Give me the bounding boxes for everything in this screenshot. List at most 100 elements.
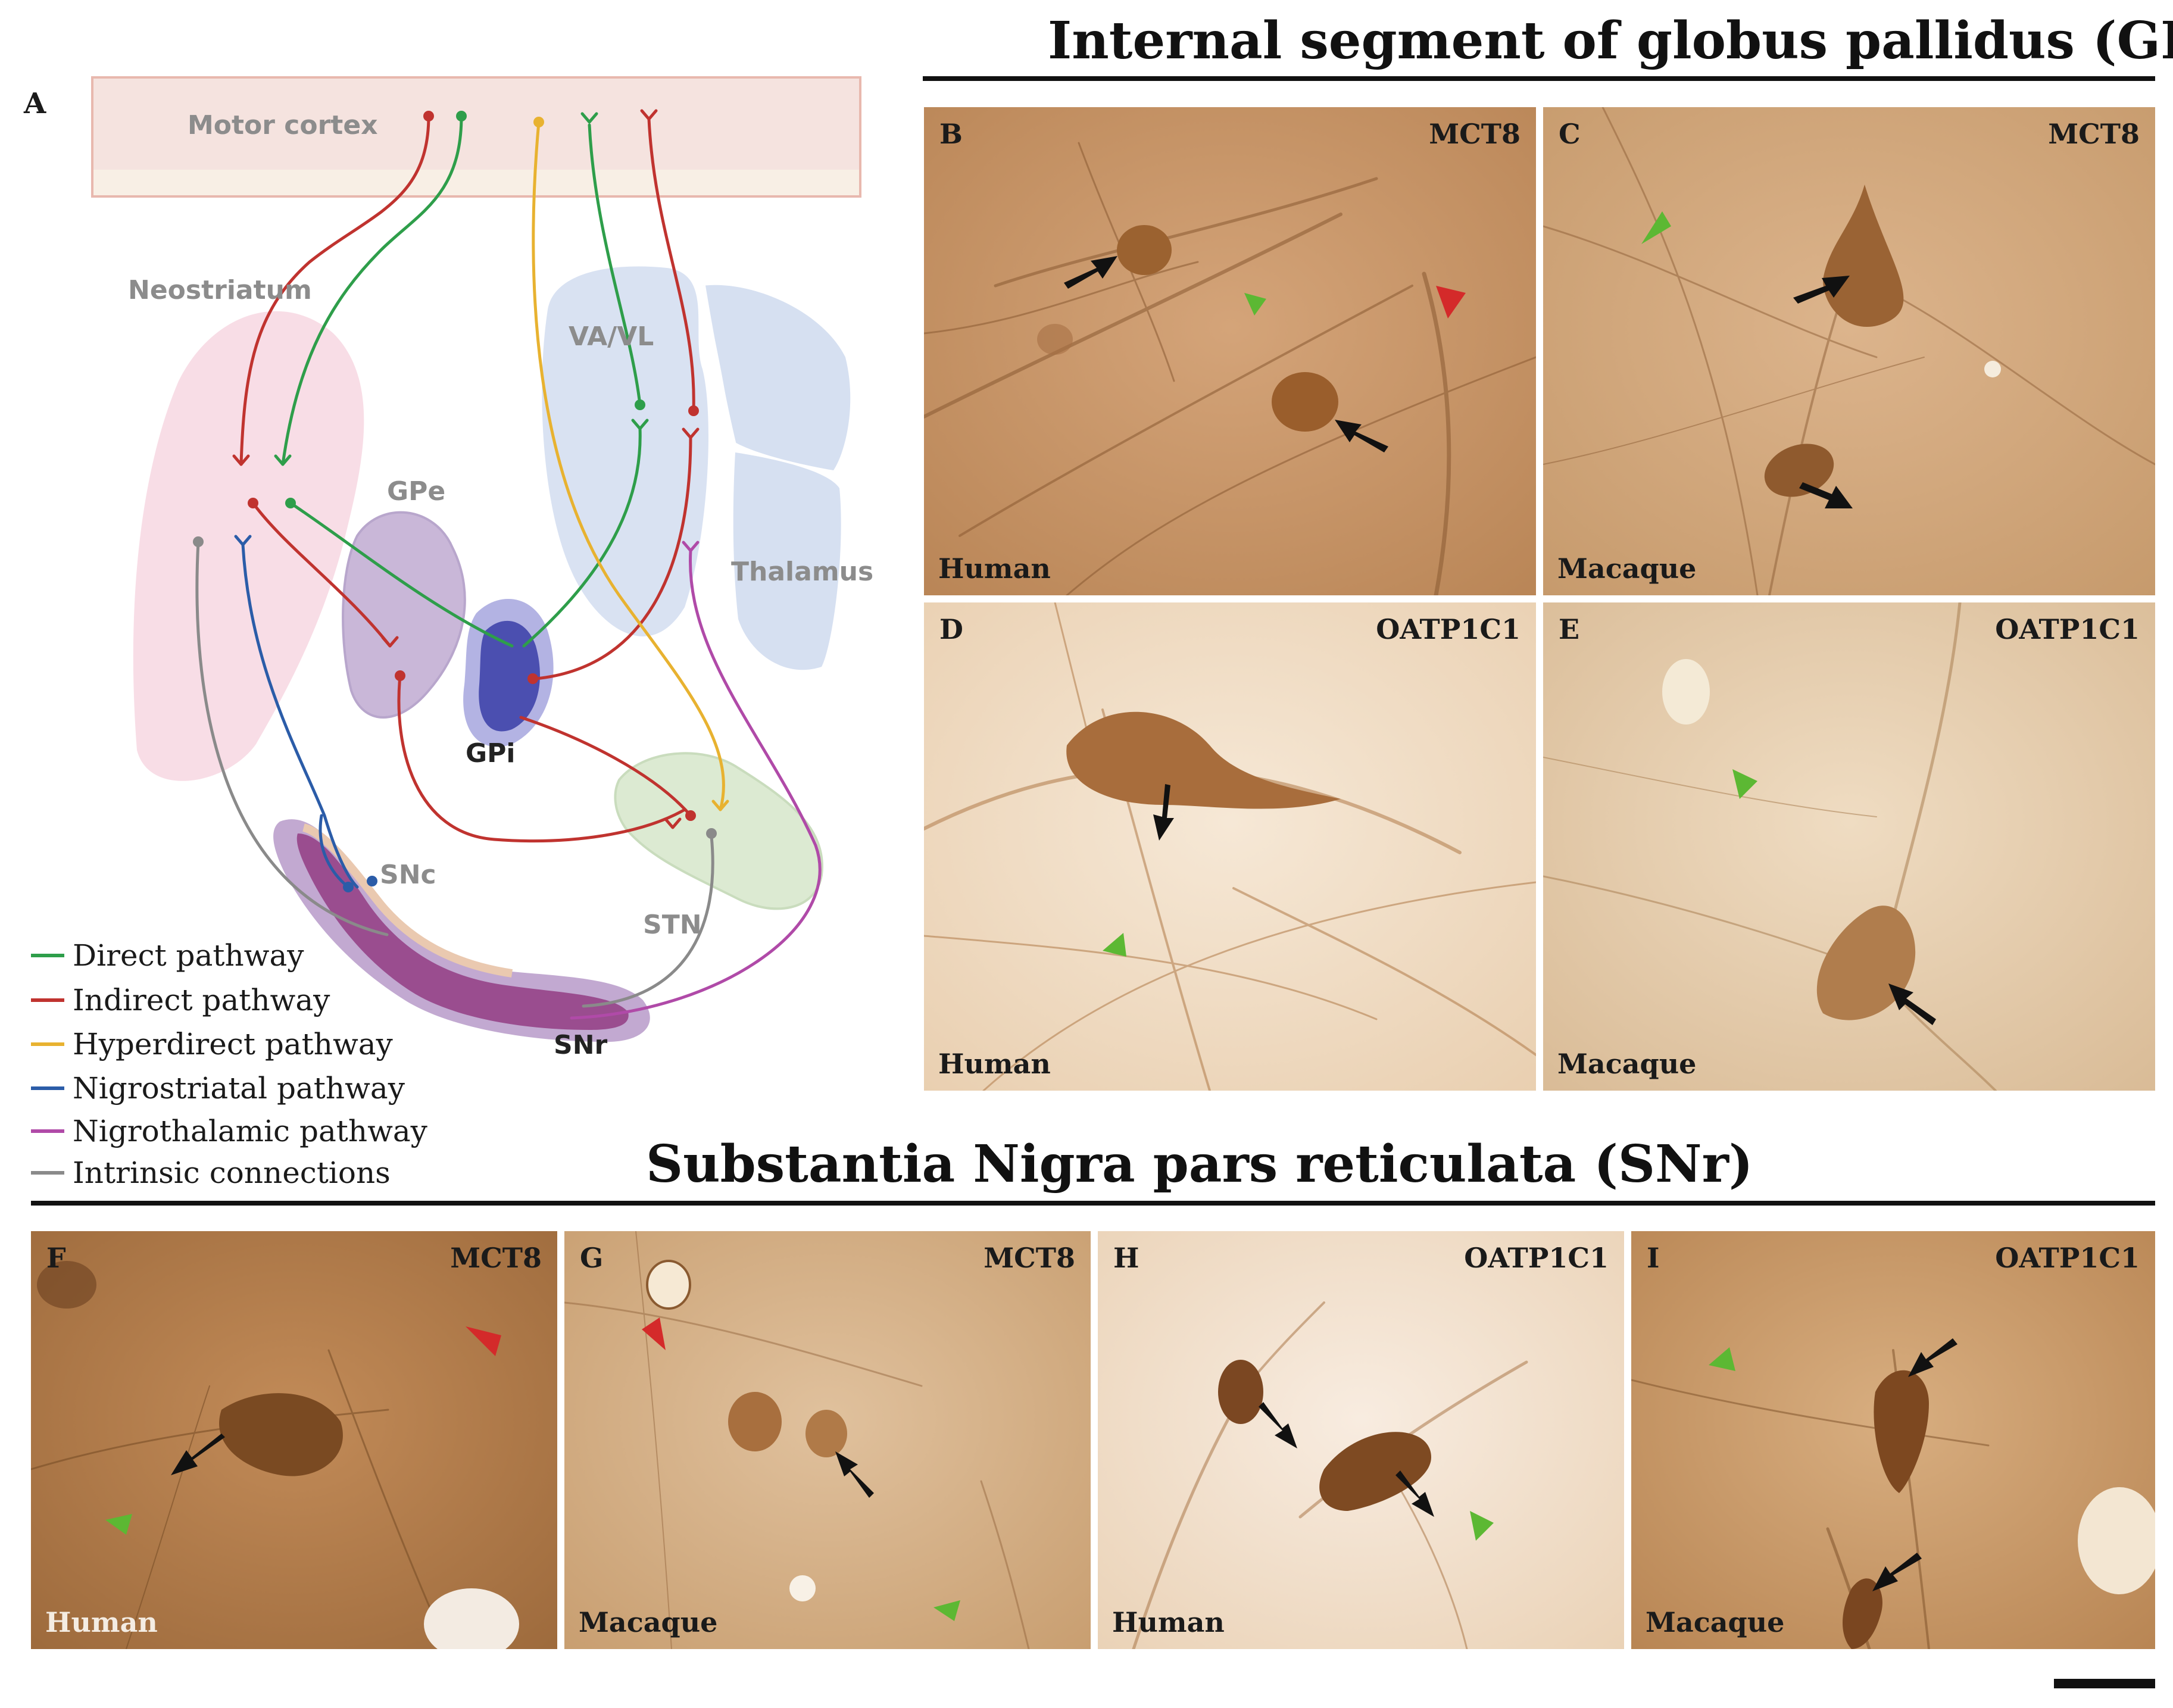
micrograph-f xyxy=(31,1231,557,1649)
panel-d-marker: OATP1C1 xyxy=(1376,613,1521,645)
stn-label: STN xyxy=(643,910,702,940)
micrograph-b xyxy=(924,107,1536,595)
black-arrow xyxy=(1064,256,1117,289)
legend-swatch xyxy=(31,1171,64,1175)
panel-g: G MCT8 Macaque xyxy=(564,1231,1091,1649)
micrograph-g xyxy=(564,1231,1091,1649)
legend-label: Direct pathway xyxy=(73,938,304,973)
panel-i-species: Macaque xyxy=(1646,1606,1785,1638)
snr-heading-rule xyxy=(31,1201,2155,1206)
neostriatum-label: Neostriatum xyxy=(128,275,312,305)
panel-e-species: Macaque xyxy=(1557,1048,1697,1080)
legend-item-direct: Direct pathway xyxy=(31,938,304,973)
panel-c-species: Macaque xyxy=(1557,552,1697,585)
legend-label: Indirect pathway xyxy=(73,983,330,1017)
legend-label: Hyperdirect pathway xyxy=(73,1027,393,1061)
panel-f-marker: MCT8 xyxy=(450,1242,542,1274)
legend-swatch xyxy=(31,1086,64,1090)
micrograph-d xyxy=(924,602,1536,1091)
panel-a-letter: A xyxy=(24,87,46,120)
motor-cortex-label: Motor cortex xyxy=(188,110,378,140)
legend-item-nigrostriatal: Nigrostriatal pathway xyxy=(31,1070,405,1106)
black-arrow xyxy=(1872,1553,1922,1591)
panel-b-species: Human xyxy=(938,552,1051,585)
snc-label: SNc xyxy=(380,860,436,890)
black-arrow xyxy=(1259,1402,1297,1448)
thalamus-label: Thalamus xyxy=(731,557,874,587)
micrograph-h xyxy=(1098,1231,1624,1649)
panel-c-marker: MCT8 xyxy=(2048,118,2140,150)
panel-b-letter: B xyxy=(939,118,963,150)
red-arrowhead xyxy=(642,1317,666,1350)
panel-h-marker: OATP1C1 xyxy=(1464,1242,1609,1274)
basal-ganglia-diagram xyxy=(91,76,861,1042)
panel-e-marker: OATP1C1 xyxy=(1995,613,2140,645)
gpi-section-heading: Internal segment of globus pallidus (GPi… xyxy=(1048,11,2173,71)
legend-swatch xyxy=(31,954,64,957)
black-arrow xyxy=(1395,1470,1434,1517)
black-arrow xyxy=(1793,276,1850,304)
panel-b-marker: MCT8 xyxy=(1429,118,1521,150)
green-arrowhead xyxy=(1709,1347,1735,1371)
panel-g-marker: MCT8 xyxy=(984,1242,1075,1274)
green-arrowhead xyxy=(1641,211,1671,244)
panel-d-letter: D xyxy=(939,613,963,645)
legend-swatch xyxy=(31,1042,64,1046)
legend-label: Nigrostriatal pathway xyxy=(73,1071,405,1106)
panel-c: C MCT8 Macaque xyxy=(1543,107,2155,595)
micrograph-e xyxy=(1543,602,2155,1091)
gpi-label: GPi xyxy=(466,738,516,769)
panel-f: F MCT8 Human xyxy=(31,1231,557,1649)
green-arrowhead xyxy=(1732,769,1757,799)
micrograph-c xyxy=(1543,107,2155,595)
panel-f-species: Human xyxy=(45,1606,158,1638)
green-arrowhead xyxy=(933,1600,960,1621)
panel-h-letter: H xyxy=(1113,1242,1139,1274)
panel-i-letter: I xyxy=(1647,1242,1660,1274)
green-arrowhead xyxy=(1103,933,1126,957)
panel-h-species: Human xyxy=(1112,1606,1225,1638)
black-arrow xyxy=(1335,420,1388,452)
black-arrow xyxy=(1153,784,1174,841)
panel-d: D OATP1C1 Human xyxy=(924,602,1536,1091)
green-arrowhead xyxy=(1244,293,1266,316)
panel-h: H OATP1C1 Human xyxy=(1098,1231,1624,1649)
black-arrow xyxy=(1888,983,1936,1025)
legend-item-indirect: Indirect pathway xyxy=(31,982,330,1018)
legend-swatch xyxy=(31,1129,64,1133)
panel-i: I OATP1C1 Macaque xyxy=(1631,1231,2155,1649)
thalamus-region xyxy=(542,266,708,636)
red-arrowhead xyxy=(466,1326,501,1356)
scale-bar xyxy=(2054,1679,2155,1688)
legend-swatch xyxy=(31,998,64,1002)
substantia-nigra-region xyxy=(273,819,650,1042)
panel-d-species: Human xyxy=(938,1048,1051,1080)
micrograph-i xyxy=(1631,1231,2155,1649)
va-vl-label: VA/VL xyxy=(569,321,654,352)
legend-label: Intrinsic connections xyxy=(73,1156,391,1190)
green-arrowhead xyxy=(105,1514,132,1535)
legend-item-hyperdirect: Hyperdirect pathway xyxy=(31,1026,393,1062)
panel-b: B MCT8 Human xyxy=(924,107,1536,595)
panel-i-marker: OATP1C1 xyxy=(1995,1242,2140,1274)
snr-section-heading: Substantia Nigra pars reticulata (SNr) xyxy=(646,1134,1753,1194)
snr-label: SNr xyxy=(554,1030,608,1060)
black-arrow xyxy=(835,1451,874,1498)
panel-e-letter: E xyxy=(1559,613,1580,645)
legend-label: Nigrothalamic pathway xyxy=(73,1114,427,1148)
panel-g-letter: G xyxy=(580,1242,604,1274)
green-arrowhead xyxy=(1470,1511,1494,1541)
panel-e: E OATP1C1 Macaque xyxy=(1543,602,2155,1091)
neostriatum-region xyxy=(133,311,364,781)
black-arrow xyxy=(1799,482,1853,508)
panel-f-letter: F xyxy=(46,1242,66,1274)
panel-g-species: Macaque xyxy=(579,1606,718,1638)
black-arrow xyxy=(1908,1338,1957,1377)
panel-c-letter: C xyxy=(1559,118,1581,150)
gpe-label: GPe xyxy=(387,476,446,507)
gpe-region xyxy=(342,511,466,719)
black-arrow xyxy=(171,1434,225,1475)
legend-item-nigrothalamic: Nigrothalamic pathway xyxy=(31,1113,427,1149)
panel-a: A xyxy=(0,0,905,1203)
gpi-heading-rule xyxy=(923,76,2155,81)
